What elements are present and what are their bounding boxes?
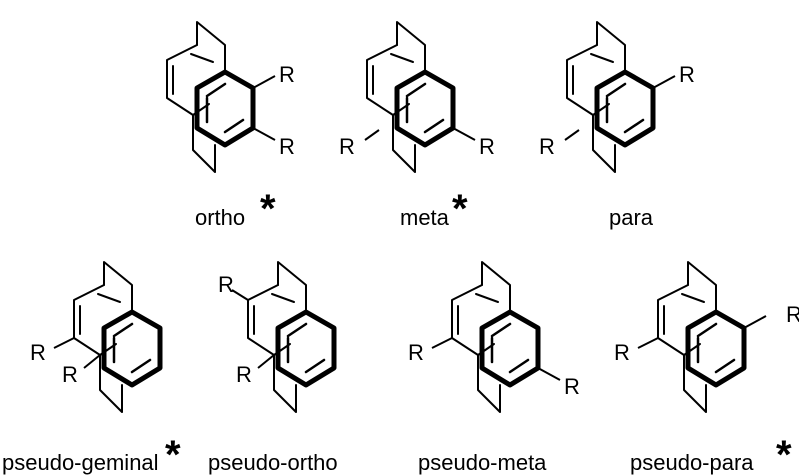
substituent-r: R xyxy=(62,362,78,387)
substituent-r: R xyxy=(564,374,580,399)
substituent-r: R xyxy=(218,272,234,297)
isomer-ortho: R R xyxy=(166,21,295,173)
chirality-star: * xyxy=(260,187,276,231)
substituent-r: R xyxy=(279,62,295,87)
substituent-r: R xyxy=(479,134,495,159)
caption-ortho: ortho xyxy=(195,205,245,230)
chirality-star: * xyxy=(165,433,181,476)
substituent-r: R xyxy=(408,340,424,365)
isomer-pseudo-meta: R R xyxy=(408,261,580,413)
chirality-star: * xyxy=(452,187,468,231)
caption-para: para xyxy=(609,205,654,230)
isomer-pseudo-ortho: R R xyxy=(218,261,334,413)
substituent-r: R xyxy=(786,302,799,327)
chirality-star: * xyxy=(776,433,792,476)
isomer-meta: R R xyxy=(339,21,495,173)
substituent-r: R xyxy=(30,340,46,365)
substituent-r: R xyxy=(614,340,630,365)
substituent-r: R xyxy=(339,134,355,159)
substituent-r: R xyxy=(279,134,295,159)
caption-pseudo-geminal: pseudo-geminal xyxy=(2,450,159,475)
substituent-r: R xyxy=(679,62,695,87)
caption-pseudo-meta: pseudo-meta xyxy=(418,450,547,475)
substituent-r: R xyxy=(236,362,252,387)
isomer-pseudo-para: R R xyxy=(614,261,799,413)
caption-meta: meta xyxy=(400,205,450,230)
caption-pseudo-ortho: pseudo-ortho xyxy=(208,450,338,475)
caption-pseudo-para: pseudo-para xyxy=(630,450,754,475)
substituent-r: R xyxy=(539,134,555,159)
isomer-para: R R xyxy=(539,21,695,173)
isomer-pseudo-geminal: R R xyxy=(30,261,160,413)
